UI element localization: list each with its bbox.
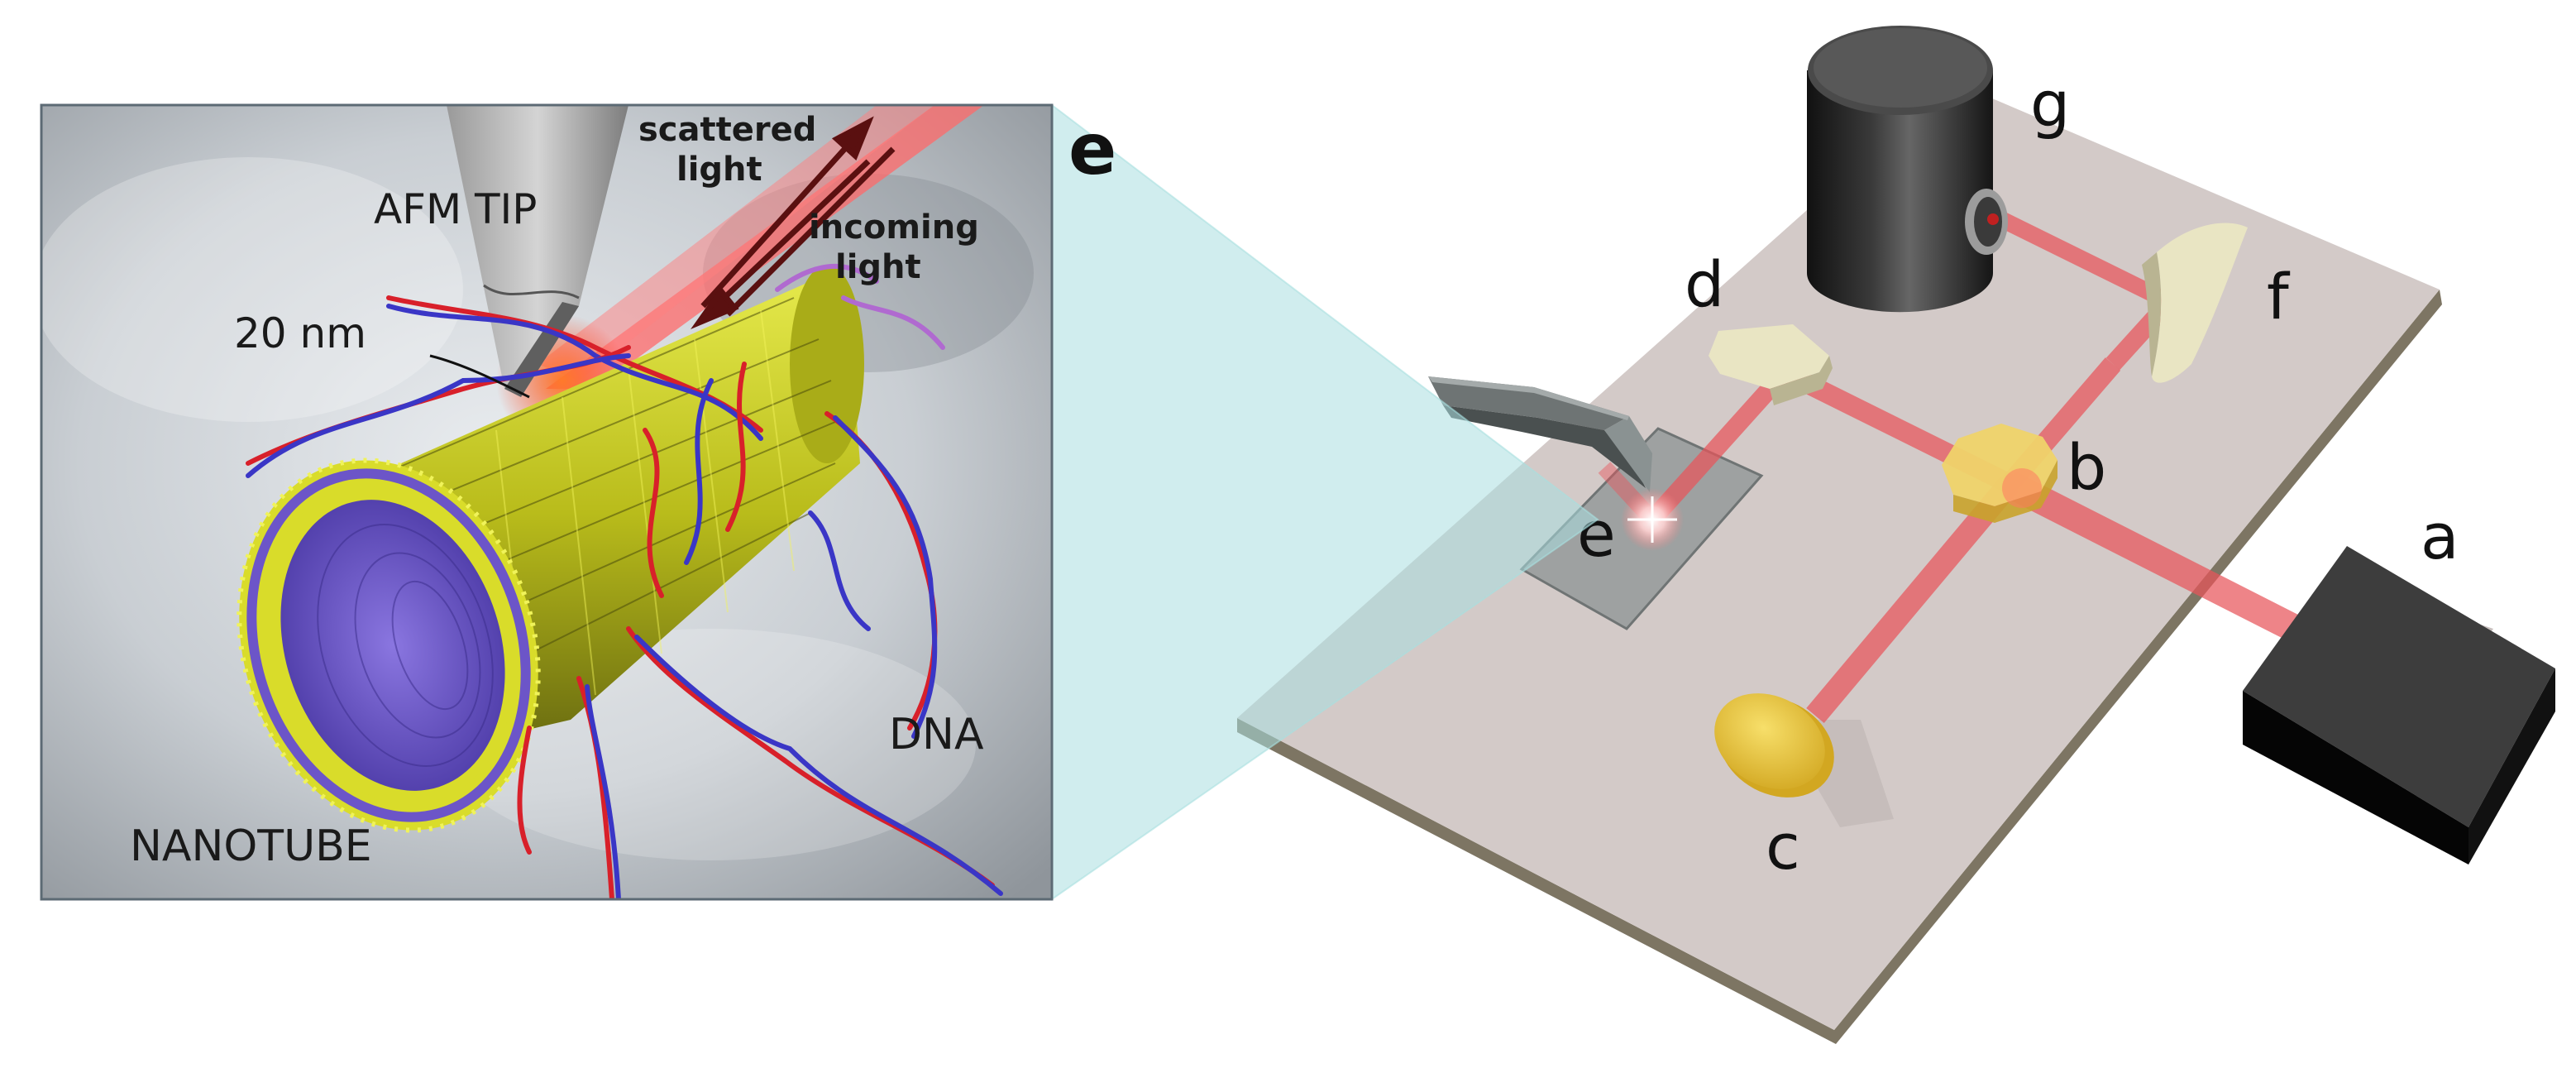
beam-splitter — [1942, 424, 2057, 523]
callout-letter-e: e — [1068, 108, 1116, 191]
mirror-f — [2142, 223, 2248, 383]
label-incoming-light-2: light — [835, 248, 921, 286]
mirror-d — [1709, 324, 1833, 405]
label-a: a — [2421, 500, 2459, 573]
zoom-projection — [1052, 105, 1598, 899]
label-dna: DNA — [889, 710, 984, 759]
laser-source — [2243, 546, 2555, 865]
label-scattered-light-1: scattered — [638, 111, 816, 149]
label-b: b — [2067, 430, 2106, 504]
optical-table — [1237, 81, 2440, 1030]
label-c: c — [1766, 810, 1800, 884]
label-nanotube: NANOTUBE — [130, 822, 372, 871]
light-arrows — [691, 116, 896, 329]
label-d: d — [1685, 247, 1724, 321]
dna-strands — [246, 263, 1003, 899]
nanotube-inner-wall — [280, 500, 505, 791]
afm-probe — [1428, 376, 1652, 492]
detector-cylinder — [1807, 26, 2008, 313]
scale-leader — [429, 354, 530, 399]
label-incoming-light-1: incoming — [809, 208, 979, 247]
optical-setup: a b c d e f g — [1237, 26, 2555, 1044]
inset-frame — [40, 103, 1054, 901]
label-scattered-light-2: light — [676, 151, 762, 189]
label-afm-tip: AFM TIP — [374, 185, 537, 233]
nanotube-inset: AFM TIP scattered light incoming light 2… — [41, 105, 1052, 899]
label-scale: 20 nm — [234, 309, 366, 357]
afm-tip — [447, 105, 628, 397]
label-f: f — [2267, 260, 2291, 333]
label-g: g — [2030, 67, 2070, 141]
gold-mirror-c — [1714, 693, 1834, 798]
